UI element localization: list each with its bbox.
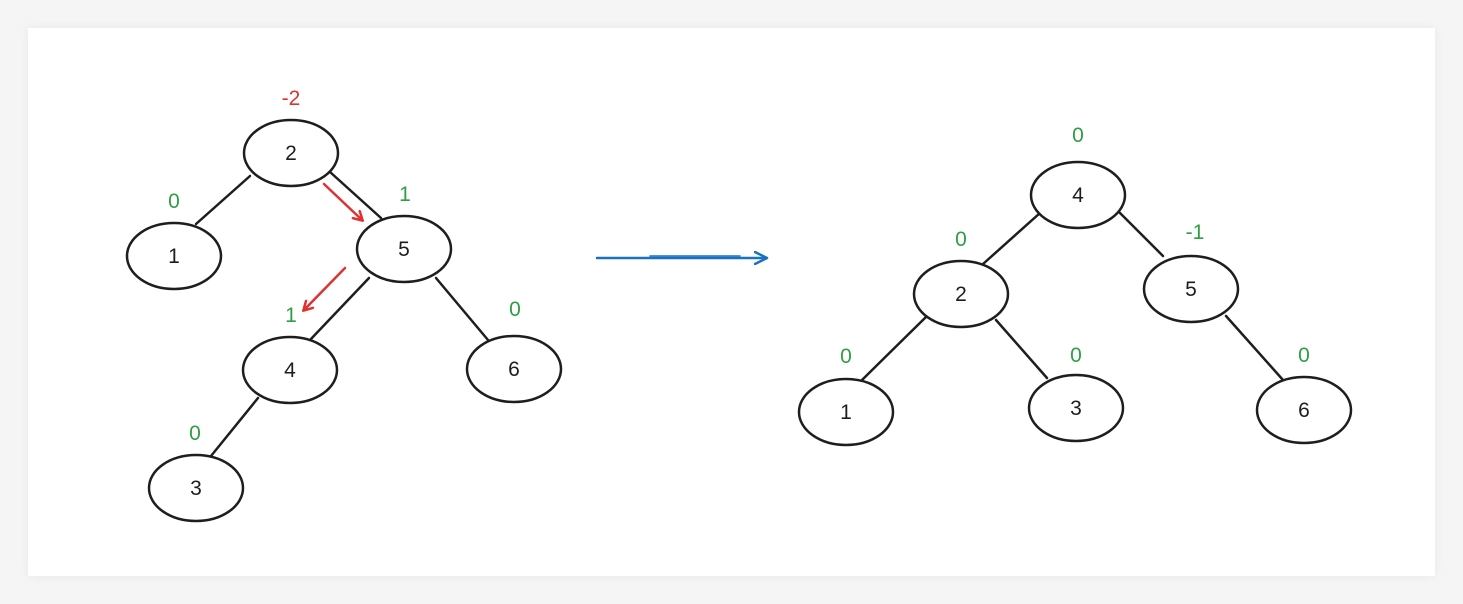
node-label: 4	[1072, 184, 1084, 207]
node-label: 5	[398, 238, 410, 261]
node-label: 2	[955, 283, 967, 306]
tree-node: 1	[125, 221, 223, 291]
balance-factor-label: 1	[399, 183, 411, 206]
edge-5-6	[434, 276, 490, 342]
edge-4-2	[981, 211, 1042, 266]
balance-factor-label: -2	[282, 87, 301, 110]
edge-2-3	[994, 318, 1049, 380]
edge-5-4	[308, 276, 371, 342]
tree-node: 4	[241, 335, 339, 405]
rotation-arrow-2-to-5	[322, 182, 362, 220]
tree-node: 6	[465, 334, 563, 404]
transform-arrow	[595, 256, 766, 258]
balance-factor-label: 0	[509, 298, 521, 321]
balance-factor-label: 0	[189, 422, 201, 445]
tree-node: 6	[1255, 375, 1353, 445]
balance-factor-label: 0	[168, 190, 180, 213]
tree-node: 2	[912, 259, 1010, 329]
balance-factor-label: 0	[1072, 124, 1084, 147]
balance-factor-label: 0	[840, 345, 852, 368]
balance-factor-label: -1	[1186, 221, 1205, 244]
tree-node: 2	[242, 118, 340, 188]
edge-2-1	[194, 174, 252, 226]
tree-node: 4	[1029, 160, 1127, 230]
after-tree: 4 2 5 1 3 6 0 0	[797, 124, 1353, 447]
node-label: 1	[168, 245, 180, 268]
tree-node: 5	[355, 214, 453, 284]
node-label: 6	[508, 358, 520, 381]
rotation-arrow-5-to-4	[304, 266, 347, 310]
balance-factor-label: 0	[955, 228, 967, 251]
edge-5-6	[1224, 314, 1285, 382]
before-tree: 2 1 5 4 6 3 -2 0	[125, 87, 563, 523]
tree-node: 1	[797, 377, 895, 447]
edge-4-3	[209, 396, 260, 458]
balance-factor-label: 0	[1298, 344, 1310, 367]
edge-4-5	[1118, 211, 1165, 258]
node-label: 4	[284, 359, 296, 382]
node-label: 3	[1070, 397, 1082, 420]
node-label: 5	[1185, 278, 1197, 301]
tree-node: 3	[147, 453, 245, 523]
tree-node: 3	[1027, 373, 1125, 443]
node-label: 1	[840, 401, 852, 424]
node-label: 6	[1298, 399, 1310, 422]
balance-factor-label: 0	[1070, 344, 1082, 367]
node-label: 2	[285, 142, 297, 165]
edge-2-5	[328, 170, 383, 220]
balance-factor-label: 1	[285, 304, 297, 327]
tree-node: 5	[1142, 254, 1240, 324]
node-label: 3	[190, 477, 202, 500]
edge-2-1	[860, 314, 929, 382]
